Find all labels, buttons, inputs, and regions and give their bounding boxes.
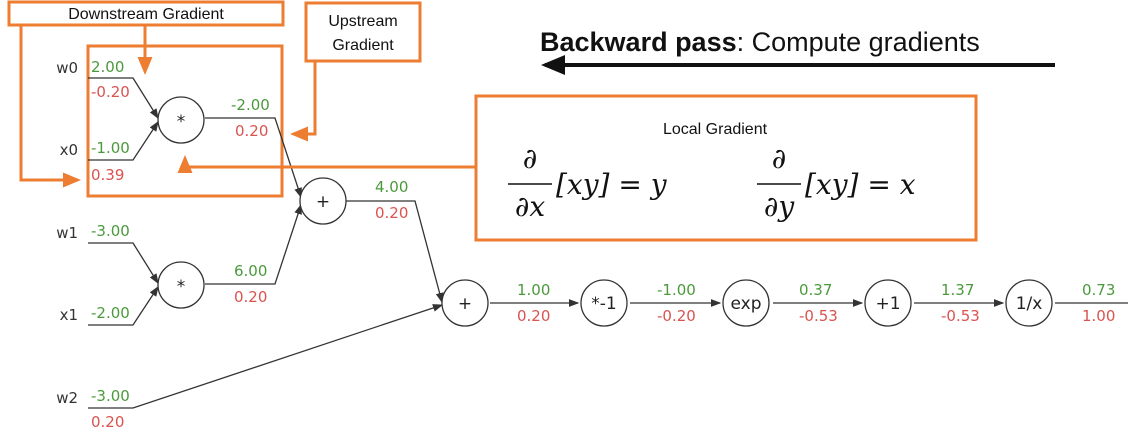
node-grad: -0.53 (799, 307, 838, 325)
node-value: 0.37 (799, 281, 832, 299)
input-name: x1 (60, 306, 78, 324)
local-gradient-box (474, 94, 978, 242)
node-value: 4.00 (375, 178, 408, 196)
node-grad: 0.20 (517, 307, 550, 325)
inputs: w0 2.00 -0.20 x0 -1.00 0.39 w1 -3.00 x1 … (56, 58, 130, 431)
node-value: 1.37 (941, 281, 974, 299)
node-mul0: * -2.00 0.20 (157, 96, 270, 144)
svg-text:∂x: ∂x (515, 190, 545, 223)
downstream-arrow-icon (19, 26, 81, 188)
svg-text:+: + (316, 192, 330, 212)
svg-text:∂y: ∂y (764, 190, 795, 223)
svg-text:1/x: 1/x (1016, 294, 1043, 314)
input-value: -2.00 (91, 304, 130, 322)
node-grad: 1.00 (1082, 307, 1115, 325)
node-grad: 0.20 (235, 122, 268, 140)
node-value: 0.73 (1082, 281, 1115, 299)
node-add1: + 1.00 0.20 (441, 279, 550, 327)
node-grad: -0.20 (657, 307, 696, 325)
node-value: -2.00 (231, 96, 270, 114)
node-value: 1.00 (517, 281, 550, 299)
input-name: w1 (56, 224, 78, 242)
node-grad: 0.20 (234, 288, 267, 306)
node-grad: -0.53 (941, 307, 980, 325)
svg-text:*: * (177, 112, 186, 132)
node-value: -1.00 (657, 281, 696, 299)
node-plus1: +1 1.37 -0.53 (864, 279, 980, 327)
svg-text:[xy] = y: [xy] = y (556, 168, 668, 201)
section-title: Backward pass: Compute gradients (540, 27, 980, 57)
formula-dx: ∂ ∂x [xy] = y (508, 142, 668, 223)
node-value: 6.00 (234, 262, 267, 280)
input-name: w2 (56, 389, 78, 407)
svg-text:[xy] = x: [xy] = x (805, 168, 916, 201)
node-add0: + 4.00 0.20 (299, 177, 408, 225)
highlight-box (86, 44, 284, 198)
svg-text:*-1: *-1 (591, 294, 616, 314)
local-label: Local Gradient (663, 121, 768, 138)
edges (88, 77, 1128, 409)
upstream-label: Upstream (328, 13, 397, 30)
local-arrow-icon (177, 155, 476, 173)
input-value: -3.00 (91, 222, 130, 240)
upstream-label: Gradient (332, 37, 394, 54)
node-recip: 1/x 0.73 1.00 (1005, 279, 1115, 327)
input-value: 2.00 (91, 58, 124, 76)
input-name: x0 (60, 141, 78, 159)
upstream-arrow-icon (290, 62, 317, 142)
svg-text:exp: exp (730, 294, 761, 314)
svg-text:∂: ∂ (772, 142, 786, 175)
svg-text:+: + (458, 294, 472, 314)
input-grad: 0.39 (91, 166, 124, 184)
input-grad: -0.20 (91, 83, 130, 101)
formula-dy: ∂ ∂y [xy] = x (757, 142, 916, 223)
svg-text:+1: +1 (875, 294, 900, 314)
node-neg: *-1 -1.00 -0.20 (580, 279, 696, 327)
node-exp: exp 0.37 -0.53 (722, 279, 838, 327)
input-value: -3.00 (91, 387, 130, 405)
upstream-callout (304, 1, 422, 63)
input-grad: 0.20 (91, 413, 124, 431)
node-mul1: * 6.00 0.20 (157, 261, 267, 309)
downstream-callout (7, 0, 285, 27)
downstream-label: Downstream Gradient (68, 6, 224, 23)
input-value: -1.00 (91, 139, 130, 157)
input-name: w0 (56, 59, 78, 77)
svg-text:∂: ∂ (523, 142, 537, 175)
node-grad: 0.20 (375, 204, 408, 222)
svg-text:*: * (177, 277, 186, 297)
